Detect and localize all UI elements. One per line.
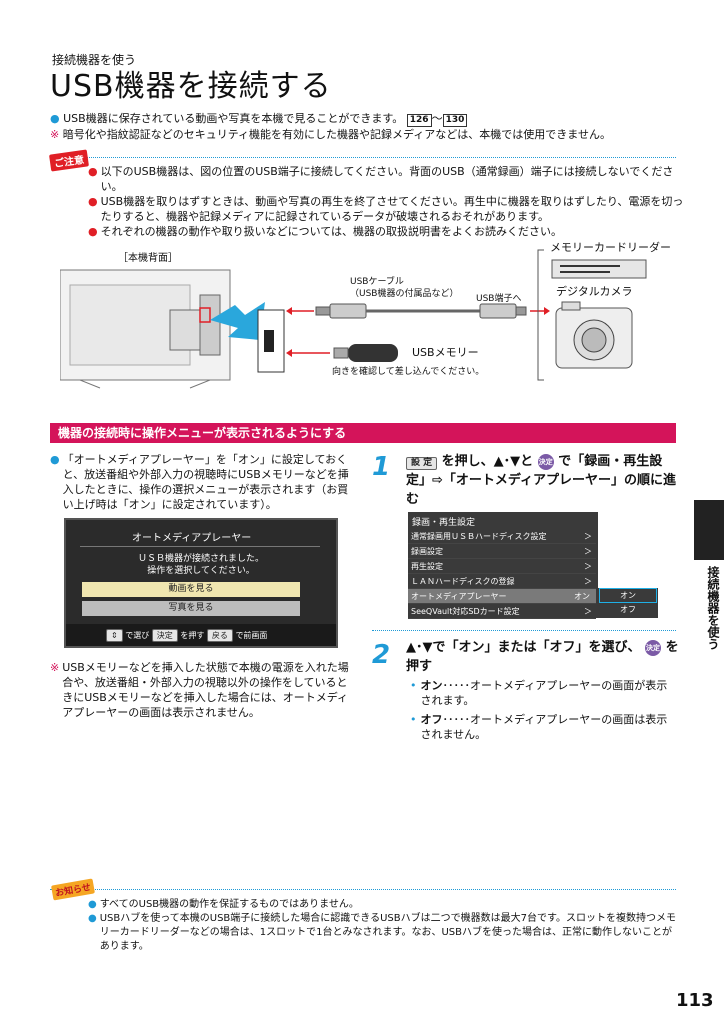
screen-footer: ⇕ で選び 決定 を押す 戻る で前画面	[66, 624, 336, 646]
usb-port-label: USB端子へ	[476, 294, 522, 304]
page-ref-start: 126	[406, 114, 432, 127]
direction-note: 向きを確認して差し込んでください。	[332, 367, 485, 377]
option-off[interactable]: オフ	[620, 605, 636, 614]
menu-row-record[interactable]: 録画設定＞	[408, 544, 596, 559]
settings-menu: 録画・再生設定 通常録画用ＵＳＢハードディスク設定＞ 録画設定＞ 再生設定＞ Ｌ…	[408, 512, 598, 619]
page-number: 113	[676, 990, 714, 1011]
caution-list: ●以下のUSB機器は、図の位置のUSB端子に接続してください。背面のUSB（通常…	[88, 164, 686, 239]
menu-row-playback[interactable]: 再生設定＞	[408, 559, 596, 574]
caution-divider	[50, 157, 676, 158]
back-key: 戻る	[206, 629, 233, 642]
bullet-icon: •	[410, 713, 417, 726]
caution-label: ご注意	[49, 149, 89, 172]
auto-media-player-screen: オートメディアプレーヤー ＵＳＢ機器が接続されました。 操作を選択してください。…	[64, 518, 338, 648]
side-tab-block	[694, 500, 724, 560]
decide-key-icon: 決定	[645, 639, 662, 656]
footer-guide: ⇕ で選び 決定 を押す 戻る で前画面	[106, 629, 267, 642]
section-bar: 機器の接続時に操作メニューが表示されるようにする	[50, 423, 676, 443]
step-2-number: 2	[372, 640, 391, 670]
arrow-icon	[210, 302, 265, 340]
card-reader-illustration	[551, 259, 647, 279]
menu-title: 録画・再生設定	[412, 518, 476, 528]
bullet-icon: ●	[50, 112, 60, 125]
bullet-icon: •	[410, 679, 417, 692]
setting-key: 設 定	[406, 457, 438, 470]
notice-item: ●すべてのUSB機器の動作を保証するものではありません。	[88, 899, 359, 910]
chevron-right-icon: ＞	[584, 562, 592, 571]
camera-label: デジタルカメラ	[556, 285, 633, 298]
page-title: USB機器を接続する	[50, 69, 332, 104]
bullet-icon: ●	[88, 225, 98, 238]
bullet-icon: ●	[88, 913, 97, 924]
caution-item: ●それぞれの機器の動作や取り扱いなどについては、機器の取扱説明書をよくお読みくだ…	[88, 225, 563, 238]
left-note: ※ USBメモリーなどを挿入した状態で本機の電源を入れた場合や、放送番組・外部入…	[50, 661, 349, 719]
usb-cable-illustration	[286, 303, 550, 319]
bullet-icon: ●	[88, 165, 98, 178]
step-1-number: 1	[372, 452, 391, 482]
bullet-icon: ●	[50, 453, 60, 466]
chevron-right-icon: ＞	[584, 532, 592, 541]
tv-back-illustration	[60, 269, 231, 389]
notice-item: ●USBハブを使って本機のUSB端子に接続した場合に認識できるUSBハブは二つで…	[88, 913, 676, 952]
step-1-text: 設 定 を押し、▲･▼と 決定 で「録画・再生設定」⇨「オートメディアプレーヤー…	[406, 453, 676, 507]
card-reader-label: メモリーカードリーダー	[550, 241, 671, 254]
caution-item: ●USB機器を取りはずすときは、動画や写真の再生を終了させてください。再生中に機…	[88, 195, 684, 223]
page-ref-end: 130	[442, 114, 468, 127]
menu-row-lan-hdd[interactable]: ＬＡＮハードディスクの登録＞	[408, 574, 596, 589]
option-popup: オン オフ	[598, 588, 658, 618]
camera-icon	[555, 301, 633, 369]
connection-diagram	[60, 249, 550, 389]
menu-row-usb-hdd[interactable]: 通常録画用ＵＳＢハードディスク設定＞	[408, 529, 596, 544]
caution-item: ●以下のUSB機器は、図の位置のUSB端子に接続してください。背面のUSB（通常…	[88, 165, 674, 193]
menu-row-auto-media-player[interactable]: オートメディアプレーヤーオン	[408, 589, 596, 604]
step-2-options: • オン･････オートメディアプレーヤーの画面が表示されます。 • オフ･･･…	[410, 678, 678, 742]
section-label: 接続機器を使う	[52, 53, 137, 67]
rear-label: ［本機背面］	[118, 253, 178, 264]
step-divider	[372, 630, 676, 631]
intro-note: ※ 暗号化や指紋認証などのセキュリティ機能を有効にした機器や記録メディアなどは、…	[50, 128, 611, 141]
option-item: • オフ･････オートメディアプレーヤーの画面は表示されません。	[410, 713, 668, 741]
step-2-text: ▲･▼で「オン」または「オフ」を選び、 決定 を押す	[406, 639, 679, 674]
bullet-icon: ●	[88, 899, 97, 910]
decide-key: 決定	[151, 629, 178, 642]
current-value: オン	[574, 592, 590, 601]
video-button[interactable]: 動画を見る	[82, 582, 300, 597]
updown-key: ⇕	[106, 629, 123, 642]
notice-divider	[50, 889, 676, 890]
side-tab-label: 接続機器を使う	[706, 566, 720, 650]
option-item: • オン･････オートメディアプレーヤーの画面が表示されます。	[410, 679, 668, 707]
menu-row-sd-card[interactable]: SeeQVault対応SDカード設定＞	[408, 604, 596, 619]
chevron-right-icon: ＞	[584, 577, 592, 586]
usb-memory-illustration	[286, 344, 398, 362]
screen-divider	[80, 546, 320, 547]
intro-line: ● USB機器に保存されている動画や写真を本機で見ることができます。 126～1…	[50, 111, 690, 127]
photo-button[interactable]: 写真を見る	[82, 601, 300, 616]
left-paragraph: ● 「オートメディアプレーヤー」を「オン」に設定しておくと、放送番組や外部入力の…	[50, 453, 349, 511]
option-on[interactable]: オン	[599, 588, 657, 603]
screen-message: ＵＳＢ機器が接続されました。 操作を選択してください。	[137, 554, 264, 576]
chevron-right-icon: ＞	[584, 547, 592, 556]
screen-title: オートメディアプレーヤー	[132, 533, 252, 544]
notice-list: ●すべてのUSB機器の動作を保証するものではありません。 ●USBハブを使って本…	[88, 898, 678, 954]
chevron-right-icon: ＞	[584, 607, 592, 616]
usb-memory-label: USBメモリー	[412, 346, 479, 359]
decide-key-icon: 決定	[537, 453, 554, 470]
bullet-icon: ●	[88, 195, 98, 208]
cable-label: USBケーブル （USB機器の付属品など）	[350, 277, 459, 299]
